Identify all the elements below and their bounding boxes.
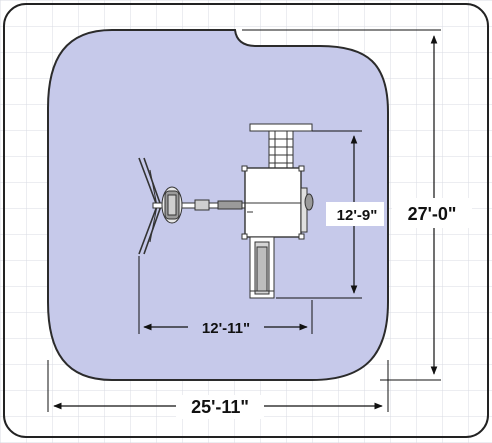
equipment-depth-dimension [276,130,384,299]
equipment-width-dimension [138,256,313,338]
use-zone-depth-label: 27'-0" [408,204,457,224]
use-zone-depth-dimension [242,29,472,381]
equipment-depth-label: 12'-9" [337,207,378,224]
climbing-ladder [249,123,313,170]
use-zone-width-label: 25'-11" [191,397,249,417]
equipment-width-label: 12'-11" [202,320,250,337]
slide [249,236,275,299]
playset-equipment [138,123,314,299]
use-zone-width-dimension [47,360,389,419]
diagram-frame [3,3,489,438]
side-panel [300,187,314,233]
swing-seats [161,186,183,224]
